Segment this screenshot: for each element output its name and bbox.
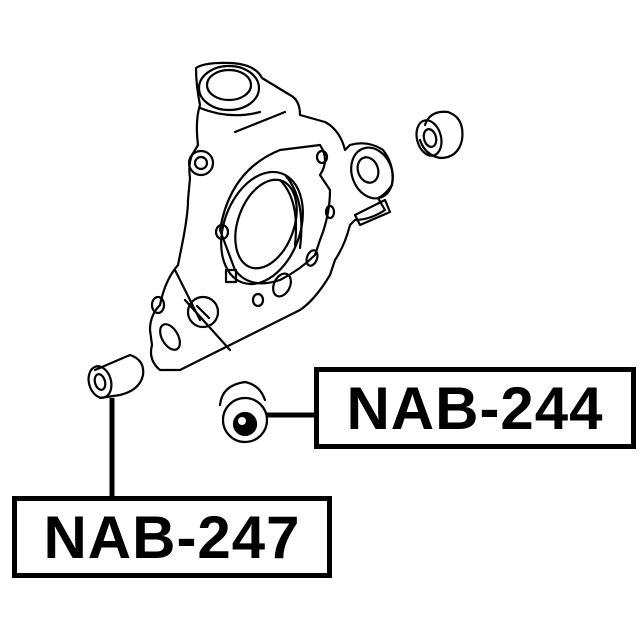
part-number-text: NAB-247 [43, 503, 301, 571]
knuckle-part [148, 61, 394, 372]
bushing-lower-center [218, 380, 269, 444]
part-label-nab-244[interactable]: NAB-244 [314, 367, 636, 449]
part-label-nab-247[interactable]: NAB-247 [12, 496, 332, 578]
part-number-text: NAB-244 [346, 374, 604, 442]
bushing-upper-right [415, 110, 464, 160]
bushing-lower-left [87, 353, 145, 400]
